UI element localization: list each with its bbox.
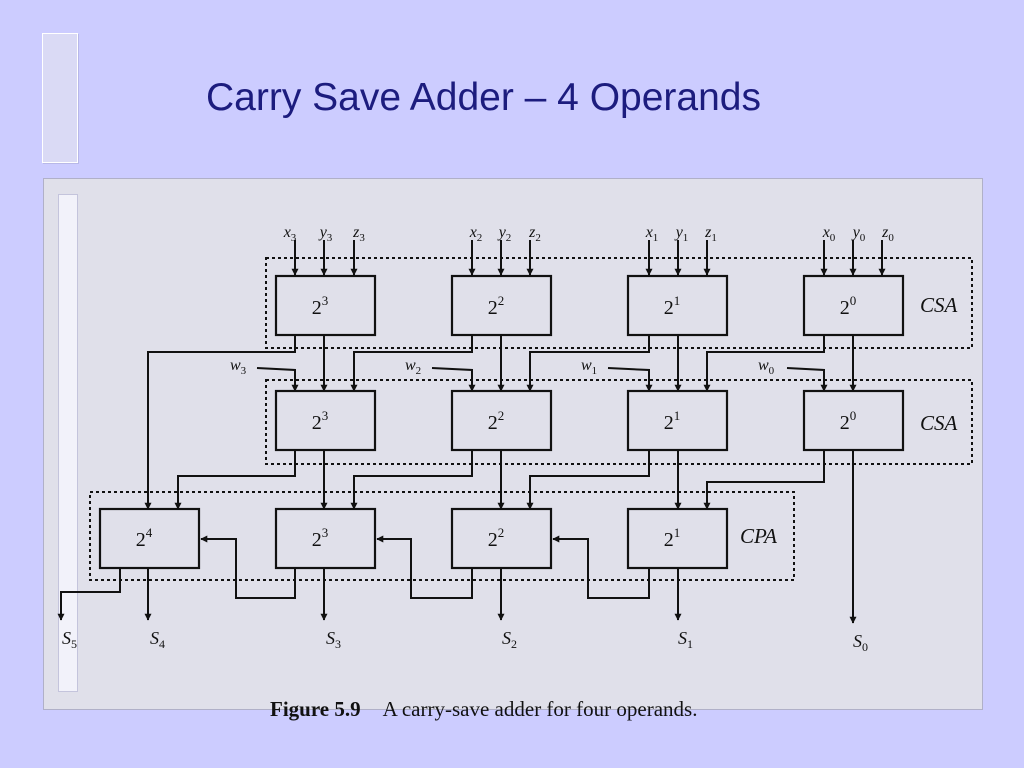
csa2-cell-2: 22 [450, 389, 553, 452]
svg-text:20: 20 [840, 293, 857, 319]
w-input-labels: w3 w2 w1 w0 [230, 357, 775, 377]
csa2-cell-3: 23 [274, 389, 377, 452]
input-label-z0: z0 [881, 224, 894, 244]
output-label-s2: S2 [502, 628, 517, 651]
w-label-2: w2 [405, 357, 421, 377]
cpa-cell-4: 24 [98, 507, 201, 570]
cpa-label: CPA [740, 524, 777, 548]
output-label-s5: S5 [62, 628, 77, 651]
svg-text:23: 23 [312, 408, 329, 434]
w-label-0: w0 [758, 357, 775, 377]
input-label-x0: x0 [822, 224, 836, 244]
csa-label-1: CSA [920, 293, 958, 317]
input-label-x1: x1 [645, 224, 659, 244]
input-label-y3: y3 [318, 224, 333, 244]
svg-text:23: 23 [312, 525, 329, 551]
output-label-s4: S4 [150, 628, 165, 651]
svg-text:23: 23 [312, 293, 329, 319]
caption-number: Figure 5.9 [270, 697, 361, 721]
w-label-1: w1 [581, 357, 597, 377]
csa-label-2: CSA [920, 411, 958, 435]
wires [57, 240, 886, 624]
csa1-cell-2: 22 [450, 274, 553, 337]
svg-text:20: 20 [840, 408, 857, 434]
svg-text:21: 21 [664, 293, 681, 319]
svg-text:22: 22 [488, 408, 505, 434]
csa-stage-1-boundary [265, 257, 973, 349]
input-label-y0: y0 [851, 224, 866, 244]
svg-text:22: 22 [488, 293, 505, 319]
cpa-cell-2: 22 [450, 507, 553, 570]
csa1-cell-3: 23 [274, 274, 377, 337]
svg-text:22: 22 [488, 525, 505, 551]
figure-caption: Figure 5.9 A carry-save adder for four op… [270, 697, 697, 722]
input-label-x2: x2 [469, 224, 483, 244]
csa2-cell-0: 20 [802, 389, 905, 452]
cpa-cell-3: 23 [274, 507, 377, 570]
output-label-s3: S3 [326, 628, 341, 651]
output-label-s1: S1 [678, 628, 693, 651]
input-labels: x3 y3 z3 x2 y2 z2 x1 y1 z1 x0 y0 z0 [283, 224, 895, 244]
input-label-z3: z3 [352, 224, 365, 244]
svg-text:24: 24 [136, 525, 153, 551]
input-label-y1: y1 [674, 224, 689, 244]
slide-decoration-bar [42, 33, 78, 163]
input-label-z1: z1 [704, 224, 717, 244]
figure-margin-bar [58, 194, 78, 692]
csa1-cell-1: 21 [626, 274, 729, 337]
svg-text:21: 21 [664, 525, 681, 551]
svg-text:21: 21 [664, 408, 681, 434]
csa1-cell-0: 20 [802, 274, 905, 337]
input-label-z2: z2 [528, 224, 541, 244]
input-label-x3: x3 [283, 224, 297, 244]
slide-title: Carry Save Adder – 4 Operands [206, 76, 761, 119]
csa-stage-2-boundary [265, 379, 973, 465]
output-labels: S5 S4 S3 S2 S1 S0 [62, 628, 868, 654]
w-label-3: w3 [230, 357, 247, 377]
cpa-cell-1: 21 [626, 507, 729, 570]
output-label-s0: S0 [853, 631, 868, 654]
input-label-y2: y2 [497, 224, 512, 244]
caption-text: A carry-save adder for four operands. [382, 697, 698, 721]
csa2-cell-1: 21 [626, 389, 729, 452]
